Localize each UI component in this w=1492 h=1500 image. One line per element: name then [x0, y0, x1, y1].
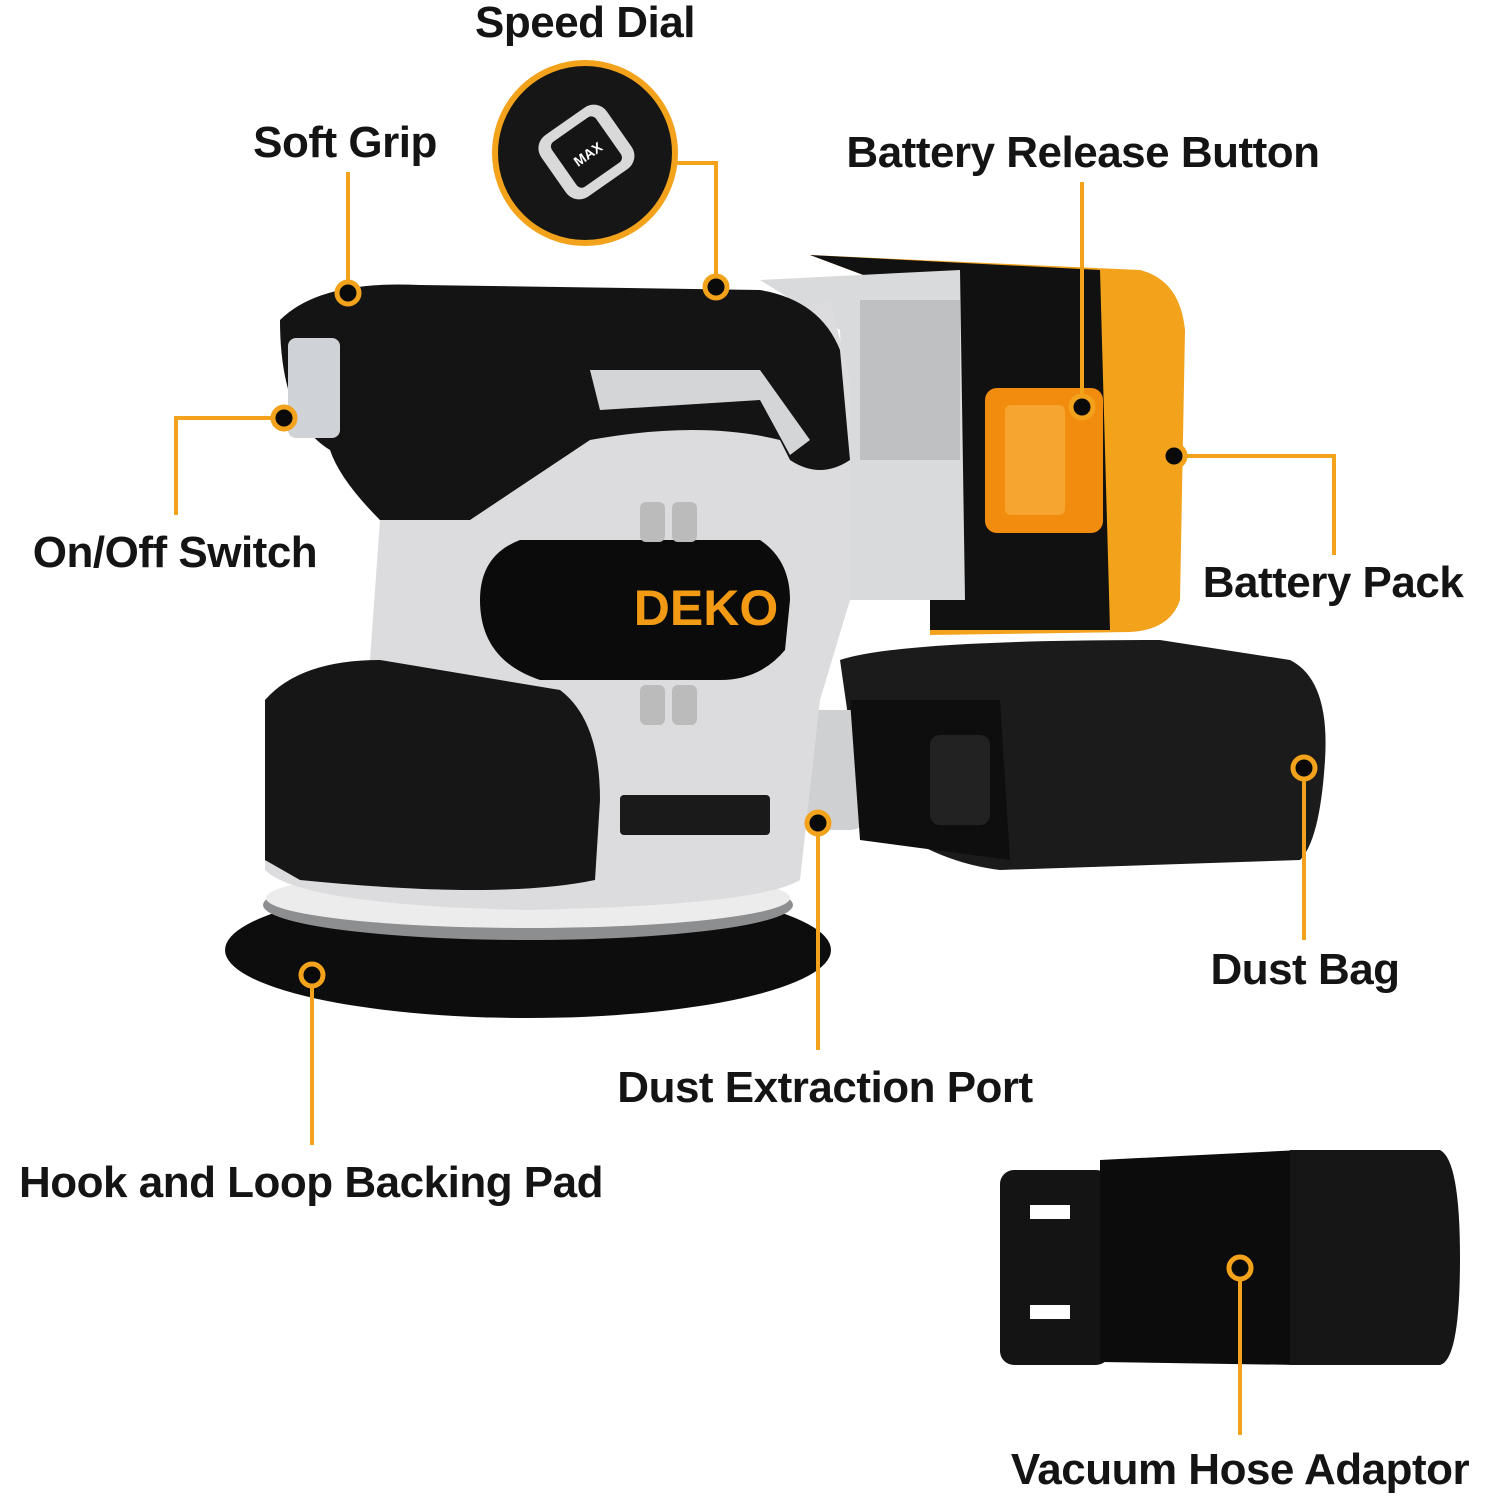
battery-pack: [760, 255, 1185, 635]
callout-dots: [270, 273, 1318, 1282]
label-battery-release-button: Battery Release Button: [846, 128, 1320, 177]
label-battery-pack: Battery Pack: [1202, 558, 1464, 607]
sander-body: DEKO: [265, 284, 850, 910]
dust-extraction-port: [790, 700, 1010, 860]
leader-lines: [174, 161, 1336, 1435]
vacuum-hose-adaptor: [1000, 1150, 1460, 1365]
label-vacuum-hose-adaptor: Vacuum Hose Adaptor: [1010, 1445, 1470, 1494]
label-dust-bag: Dust Bag: [1210, 945, 1400, 994]
label-hook-and-loop-backing-pad: Hook and Loop Backing Pad: [19, 1158, 604, 1207]
label-on-off-switch: On/Off Switch: [32, 528, 318, 577]
speed-dial-inset: MAX: [492, 60, 678, 246]
label-dust-extraction-port: Dust Extraction Port: [617, 1063, 1033, 1112]
label-soft-grip: Soft Grip: [253, 118, 437, 167]
brand-logo: DEKO: [634, 580, 778, 636]
label-speed-dial: Speed Dial: [475, 0, 695, 47]
